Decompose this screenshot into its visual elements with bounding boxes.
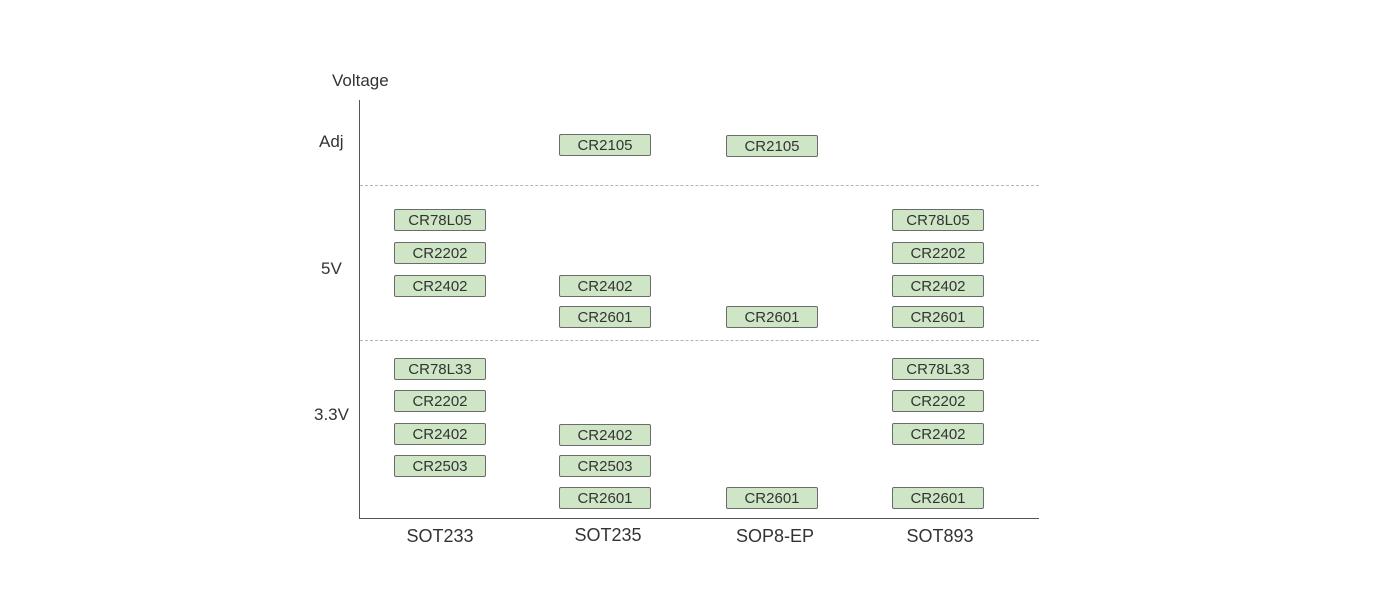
part-chip: CR78L05 <box>394 209 486 231</box>
part-chip: CR2202 <box>394 242 486 264</box>
part-chip: CR2601 <box>559 487 651 509</box>
part-chip: CR2601 <box>726 487 818 509</box>
part-chip: CR2105 <box>559 134 651 156</box>
voltage-axis-title: Voltage <box>332 71 389 90</box>
column-label-sot233: SOT233 <box>406 526 474 546</box>
part-chip: CR2601 <box>892 306 984 328</box>
column-label-sot893: SOT893 <box>906 526 974 546</box>
column-label-sop8-ep: SOP8-EP <box>735 526 815 546</box>
row-label-3v3: 3.3V <box>314 405 349 424</box>
part-chip: CR2402 <box>559 275 651 297</box>
part-chip: CR2503 <box>394 455 486 477</box>
part-chip: CR2202 <box>892 242 984 264</box>
part-chip: CR2402 <box>892 423 984 445</box>
part-chip: CR2601 <box>726 306 818 328</box>
divider-5v-3v3 <box>360 340 1039 341</box>
part-chip: CR2402 <box>559 424 651 446</box>
part-chip: CR2402 <box>892 275 984 297</box>
row-label-5v: 5V <box>321 259 342 278</box>
part-chip: CR2202 <box>394 390 486 412</box>
x-axis-line <box>359 518 1039 519</box>
column-label-sot235: SOT235 <box>574 525 642 545</box>
part-chip: CR2105 <box>726 135 818 157</box>
part-chip: CR2402 <box>394 275 486 297</box>
part-chip: CR78L33 <box>394 358 486 380</box>
part-chip: CR2503 <box>559 455 651 477</box>
part-chip: CR2402 <box>394 423 486 445</box>
part-chip: CR78L33 <box>892 358 984 380</box>
y-axis-line <box>359 100 360 519</box>
part-chip: CR2202 <box>892 390 984 412</box>
part-chip: CR2601 <box>892 487 984 509</box>
row-label-adj: Adj <box>319 132 344 151</box>
part-chip: CR78L05 <box>892 209 984 231</box>
part-chip: CR2601 <box>559 306 651 328</box>
divider-adj-5v <box>360 185 1039 186</box>
